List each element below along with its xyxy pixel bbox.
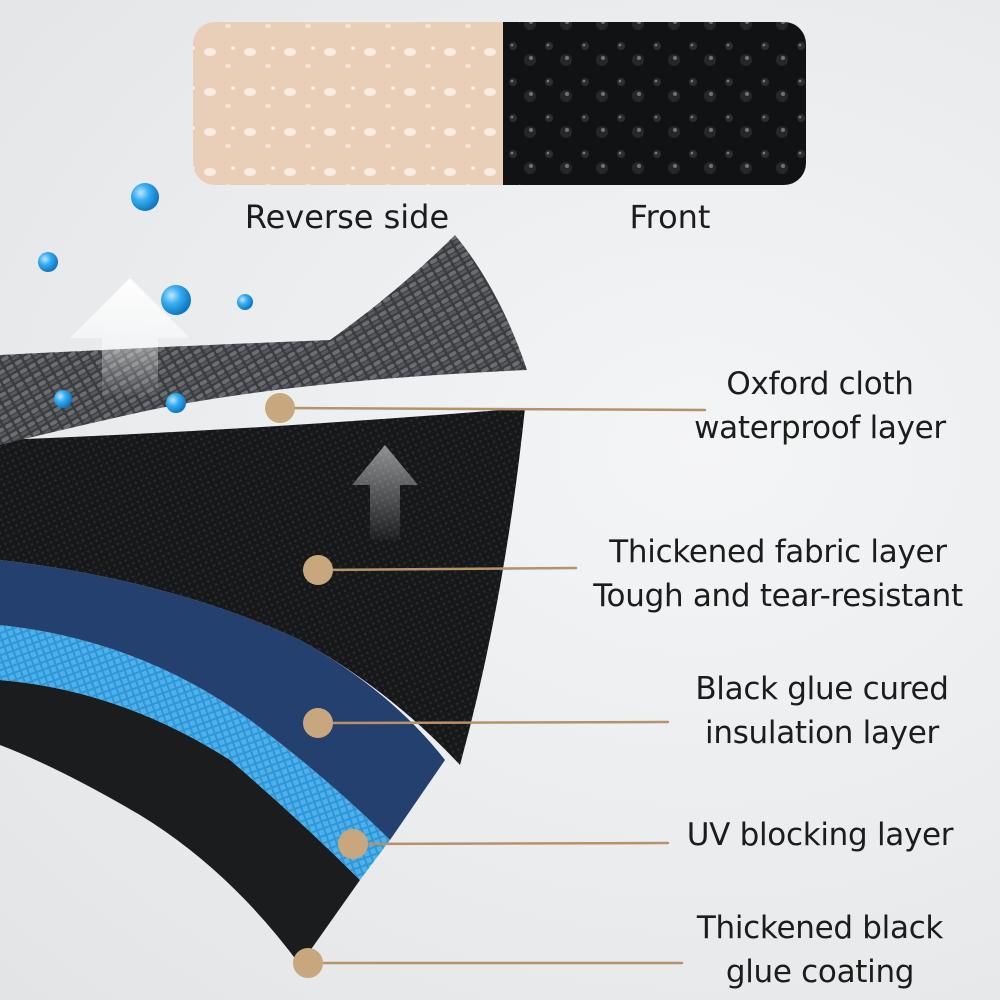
layer-label-uv: UV blocking layer (686, 817, 954, 853)
upward-arrow-icon (352, 445, 418, 540)
layer-marker-icon (338, 829, 368, 859)
upward-arrow-icon (70, 278, 190, 395)
uv-blocking-layer (0, 625, 390, 880)
layer-marker-icon (265, 393, 295, 423)
insulation-layer (0, 560, 445, 840)
leader-line (316, 566, 578, 572)
leader-line (316, 720, 670, 725)
front-swatch (499, 22, 806, 185)
leader-line (351, 841, 670, 846)
reverse-side-label: Reverse side (244, 198, 450, 236)
oxford-cloth-layer (0, 235, 527, 445)
glue-coating-layer (0, 680, 360, 965)
layer-marker-icon (293, 948, 323, 978)
front-label: Front (629, 198, 711, 236)
water-droplet-icon (38, 183, 253, 413)
layer-marker-icon (303, 555, 333, 585)
layer-marker-icon (303, 708, 333, 738)
leader-line (278, 406, 707, 412)
reverse-side-swatch (193, 22, 503, 185)
